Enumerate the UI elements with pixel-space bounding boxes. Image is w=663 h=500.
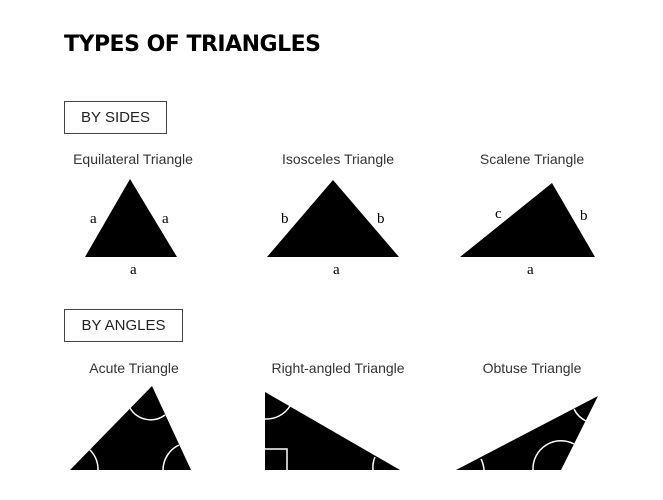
angle-arc xyxy=(89,449,99,471)
label-acute: Acute Triangle xyxy=(89,360,179,376)
angle-arc xyxy=(129,407,166,421)
label-scalene: Scalene Triangle xyxy=(479,151,585,167)
side-label: a xyxy=(333,262,340,278)
angle-arc xyxy=(480,458,485,471)
section-header-by-angles: BY ANGLES xyxy=(64,309,183,342)
page-title: TYPES OF TRIANGLES xyxy=(64,32,321,57)
angle-arc xyxy=(372,456,376,471)
scalene-triangle: c b a xyxy=(460,183,595,278)
obtuse-triangle xyxy=(456,396,598,471)
side-label: a xyxy=(90,211,97,227)
side-label: b xyxy=(377,211,385,227)
acute-triangle xyxy=(70,386,191,471)
right-angle-marker xyxy=(265,448,288,470)
section-header-by-sides: BY SIDES xyxy=(64,101,167,134)
side-label: c xyxy=(495,206,502,222)
angle-arc xyxy=(573,408,587,422)
label-right-angled: Right-angled Triangle xyxy=(271,360,405,376)
equilateral-triangle: a a a xyxy=(85,179,177,278)
side-label: a xyxy=(527,262,534,278)
angle-arc xyxy=(264,405,291,420)
side-label: b xyxy=(281,211,289,227)
label-isosceles: Isosceles Triangle xyxy=(281,151,395,167)
angle-arc xyxy=(162,444,180,471)
side-label: a xyxy=(130,262,137,278)
angle-arc xyxy=(532,440,575,471)
side-label: b xyxy=(580,208,588,224)
isosceles-triangle: b b a xyxy=(267,180,399,278)
side-label: a xyxy=(162,211,169,227)
label-obtuse: Obtuse Triangle xyxy=(482,360,582,376)
right-angled-triangle xyxy=(264,392,400,471)
label-equilateral: Equilateral Triangle xyxy=(73,151,193,167)
